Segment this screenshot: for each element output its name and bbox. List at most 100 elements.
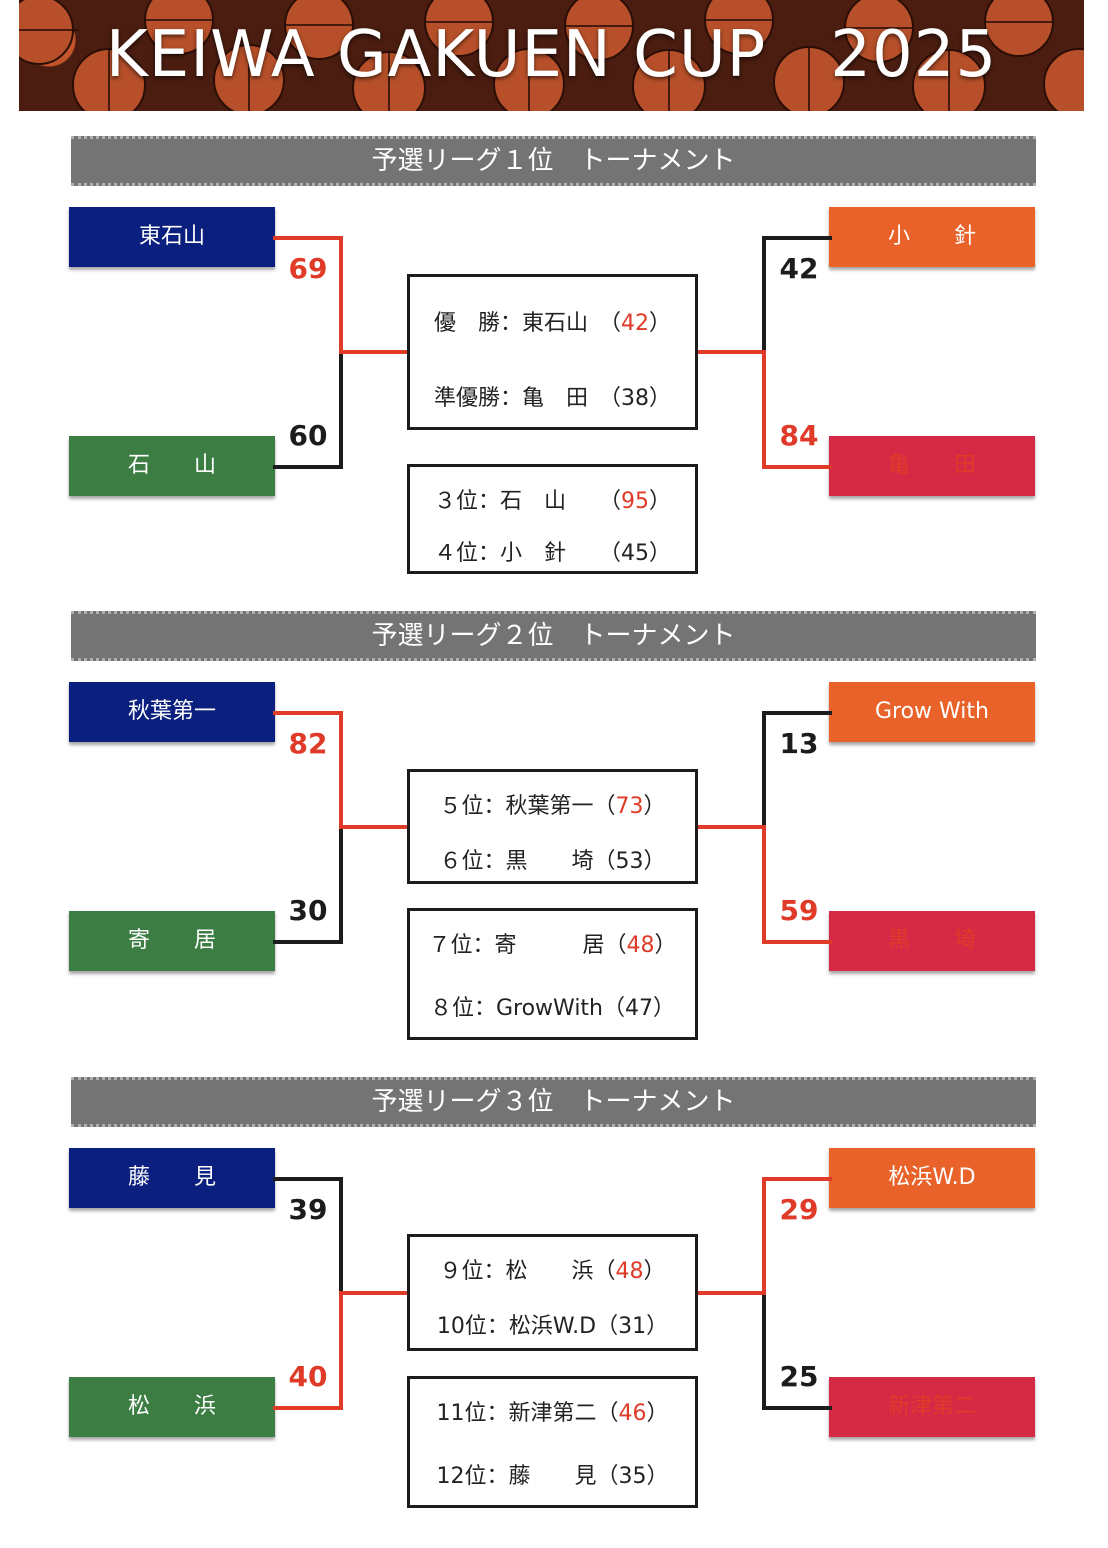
bracket-line <box>339 350 409 354</box>
result-close: ） <box>646 1401 669 1426</box>
bracket-line <box>696 825 766 829</box>
result-label: ７位：寄 居（ <box>428 933 627 958</box>
team-left-bottom: 松 浜 <box>69 1377 275 1437</box>
result-row: 11位：新津第二（46） <box>410 1395 695 1427</box>
bracket-line <box>339 711 343 827</box>
team-right-top: 松浜W.D <box>829 1148 1035 1208</box>
score-right-bottom: 59 <box>779 894 819 927</box>
score-right-top: 29 <box>779 1193 819 1226</box>
team-left-bottom: 寄 居 <box>69 911 275 971</box>
result-row: ３位：石 山 （95） <box>410 483 695 515</box>
score-right-top: 13 <box>779 727 819 760</box>
result-row: 準優勝：亀 田 （38） <box>410 380 695 412</box>
bracket-line <box>273 465 343 469</box>
bracket-line <box>762 236 832 240</box>
result-score: 38 <box>621 386 649 411</box>
bracket-line <box>762 825 766 944</box>
score-left-bottom: 60 <box>288 419 328 452</box>
bracket-line <box>273 940 343 944</box>
basketball-background <box>19 0 1084 111</box>
bracket-line <box>339 236 343 352</box>
score-left-bottom: 40 <box>288 1360 328 1393</box>
result-close: ） <box>646 1314 669 1339</box>
result-label: ９位：松 浜（ <box>439 1259 616 1284</box>
result-label: ５位：秋葉第一（ <box>439 794 616 819</box>
team-left-top: 藤 見 <box>69 1148 275 1208</box>
results-box-third: 11位：新津第二（46）12位：藤 見（35） <box>407 1376 698 1508</box>
bracket-line <box>339 350 343 469</box>
result-close: ） <box>643 849 666 874</box>
result-score: 35 <box>618 1464 647 1489</box>
section-title: 予選リーグ１位 トーナメント <box>71 136 1036 186</box>
bracket-line <box>762 711 766 827</box>
result-close: ） <box>649 311 672 336</box>
bracket-line <box>762 465 832 469</box>
score-right-bottom: 25 <box>779 1360 819 1393</box>
result-row: ４位：小 針 （45） <box>410 535 695 567</box>
result-close: ） <box>649 489 672 514</box>
bracket-line <box>762 1177 766 1293</box>
result-score: 95 <box>621 489 649 514</box>
score-right-top: 42 <box>779 252 819 285</box>
score-left-top: 82 <box>288 727 328 760</box>
bracket-line <box>762 350 766 469</box>
result-row: ６位：黒 埼（53） <box>410 843 695 875</box>
result-label: ８位：GrowWith（ <box>429 996 625 1021</box>
bracket-line <box>762 236 766 352</box>
result-score: 53 <box>615 849 644 874</box>
result-close: ） <box>654 933 677 958</box>
result-close: ） <box>643 794 666 819</box>
result-row: ９位：松 浜（48） <box>410 1253 695 1285</box>
bracket-line <box>696 1291 766 1295</box>
result-label: 準優勝：亀 田 （ <box>433 386 621 411</box>
results-box-third: ７位：寄 居（48）８位：GrowWith（47） <box>407 908 698 1040</box>
result-label: 優 勝：東石山 （ <box>433 311 621 336</box>
result-score: 46 <box>618 1401 647 1426</box>
team-left-top: 東石山 <box>69 207 275 267</box>
bracket-line <box>762 1406 832 1410</box>
bracket-line <box>339 825 409 829</box>
result-label: ４位：小 針 （ <box>433 541 621 566</box>
team-right-bottom: 黒 埼 <box>829 911 1035 971</box>
bracket-line <box>762 1177 832 1181</box>
score-left-top: 39 <box>288 1193 328 1226</box>
result-row: ８位：GrowWith（47） <box>410 990 695 1022</box>
result-close: ） <box>649 541 672 566</box>
result-label: ６位：黒 埼（ <box>439 849 616 874</box>
page-title: KEIWA GAKUEN CUP 2025 <box>105 18 998 92</box>
bracket-line <box>273 236 343 240</box>
bracket-line <box>273 1177 343 1181</box>
result-row: 優 勝：東石山 （42） <box>410 305 695 337</box>
result-row: 12位：藤 見（35） <box>410 1458 695 1490</box>
bracket-line <box>339 1291 343 1410</box>
bracket-line <box>339 1177 343 1293</box>
results-box-final: ９位：松 浜（48）10位：松浜W.D（31） <box>407 1234 698 1351</box>
team-left-bottom: 石 山 <box>69 436 275 496</box>
score-right-bottom: 84 <box>779 419 819 452</box>
result-score: 45 <box>621 541 649 566</box>
result-row: 10位：松浜W.D（31） <box>410 1308 695 1340</box>
result-score: 48 <box>615 1259 644 1284</box>
result-row: ７位：寄 居（48） <box>410 927 695 959</box>
result-close: ） <box>643 1259 666 1284</box>
bracket-line <box>762 711 832 715</box>
result-label: ３位：石 山 （ <box>433 489 621 514</box>
team-right-bottom: 新津第二 <box>829 1377 1035 1437</box>
bracket-line <box>762 940 832 944</box>
team-left-top: 秋葉第一 <box>69 682 275 742</box>
bracket-line <box>339 1291 409 1295</box>
result-close: ） <box>653 996 676 1021</box>
section-title: 予選リーグ３位 トーナメント <box>71 1077 1036 1127</box>
result-row: ５位：秋葉第一（73） <box>410 788 695 820</box>
team-right-top: 小 針 <box>829 207 1035 267</box>
result-score: 31 <box>618 1314 647 1339</box>
bracket-line <box>273 1406 343 1410</box>
result-score: 47 <box>625 996 653 1021</box>
result-label: 12位：藤 見（ <box>436 1464 619 1489</box>
result-label: 11位：新津第二（ <box>436 1401 619 1426</box>
score-left-top: 69 <box>288 252 328 285</box>
result-score: 73 <box>615 794 644 819</box>
team-right-top: Grow With <box>829 682 1035 742</box>
result-close: ） <box>646 1464 669 1489</box>
team-right-bottom: 亀 田 <box>829 436 1035 496</box>
